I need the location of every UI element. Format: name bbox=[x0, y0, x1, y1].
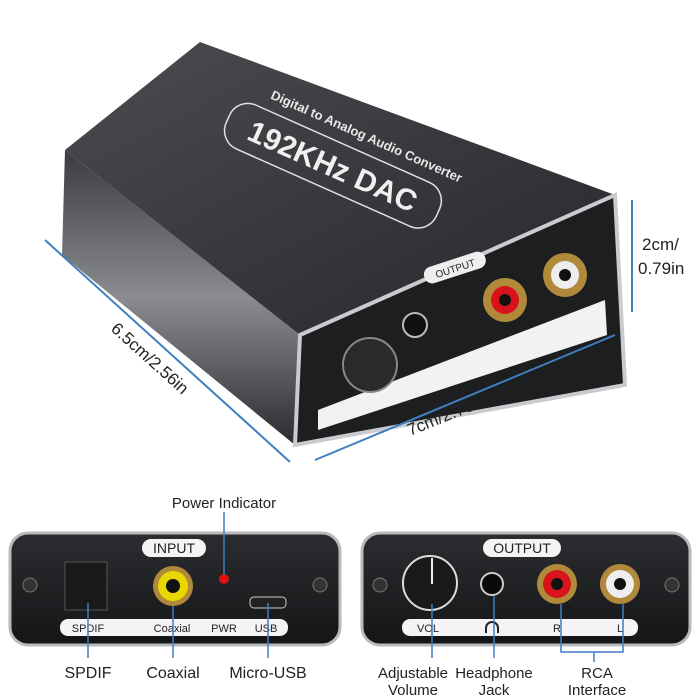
port-label-l: L bbox=[617, 623, 623, 635]
output-label-strip bbox=[402, 619, 638, 636]
input-label-strip bbox=[60, 619, 288, 636]
output-panel-tag-text: OUTPUT bbox=[493, 540, 551, 556]
dimension-lines bbox=[44, 200, 633, 463]
port-label-coaxial: Coaxial bbox=[154, 623, 191, 635]
callout-rca: RCA bbox=[581, 665, 613, 682]
callout-volume: Volume bbox=[388, 682, 438, 699]
input-tag bbox=[142, 539, 206, 557]
callout-jack: Jack bbox=[479, 682, 510, 699]
volume-knob bbox=[342, 337, 398, 393]
port-label-usb: USB bbox=[255, 623, 278, 635]
rca-white-hole bbox=[559, 269, 571, 281]
headphone-jack bbox=[402, 312, 428, 338]
screw-icon bbox=[312, 577, 328, 593]
screw-icon bbox=[664, 577, 680, 593]
input-tag-text: INPUT bbox=[153, 540, 195, 556]
output-tag bbox=[423, 251, 486, 284]
output-panel-tag bbox=[483, 539, 561, 557]
device-3d-view: 192KHz DAC Digital to Analog Audio Conve… bbox=[62, 42, 628, 448]
volume-knob bbox=[402, 555, 458, 611]
callout-coaxial: Coaxial bbox=[146, 665, 199, 682]
depth-line bbox=[44, 239, 291, 463]
port-label-vol: VOL bbox=[417, 623, 439, 635]
headphone-icon bbox=[485, 621, 499, 633]
output-callout-lines bbox=[431, 596, 624, 662]
device-side bbox=[62, 150, 300, 445]
title-frame bbox=[223, 102, 443, 229]
front-label-strip bbox=[318, 300, 607, 430]
output-panel: OUTPUT VOL R L bbox=[360, 531, 692, 647]
power-led bbox=[219, 574, 229, 584]
callout-spdif: SPDIF bbox=[64, 665, 111, 682]
callout-headphone: Headphone bbox=[455, 665, 533, 682]
height-label-1: 2cm/ bbox=[642, 235, 679, 254]
callout-power-indicator: Power Indicator bbox=[172, 495, 276, 512]
spdif-port bbox=[64, 561, 108, 611]
port-label-pwr: PWR bbox=[211, 623, 237, 635]
device-top bbox=[65, 42, 615, 335]
screw-icon bbox=[22, 577, 38, 593]
headphone-jack bbox=[480, 572, 504, 596]
callout-interface: Interface bbox=[568, 682, 626, 699]
input-panel: INPUT SPDIF Coaxial PWR USB bbox=[8, 531, 342, 647]
screw-icon bbox=[372, 577, 388, 593]
port-label-r: R bbox=[553, 623, 561, 635]
input-callout-lines bbox=[87, 512, 269, 658]
width-line bbox=[314, 334, 616, 461]
callout-micro-usb: Micro-USB bbox=[229, 665, 306, 682]
callout-adjustable: Adjustable bbox=[378, 665, 448, 682]
height-label-2: 0.79in bbox=[638, 259, 684, 278]
rca-red-hole bbox=[499, 294, 511, 306]
